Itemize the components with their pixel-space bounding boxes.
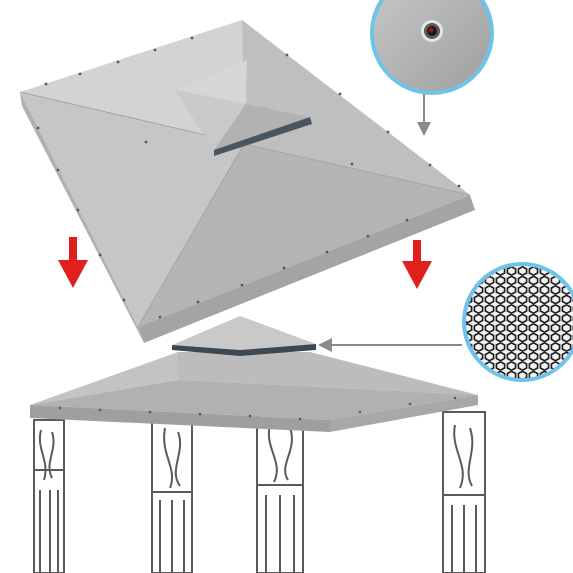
canopy-top-facet: [20, 20, 244, 144]
canopy-grommets: [36, 36, 461, 319]
down-arrow-red-icon: [58, 237, 88, 288]
canopy-right-facet: [242, 20, 470, 195]
mesh-detail-icon: [462, 262, 573, 382]
gazebo-canopy: [30, 316, 478, 432]
canopy-left-edge: [20, 92, 144, 343]
canopy-front-edge: [138, 195, 475, 343]
canopy-left-facet: [20, 92, 244, 327]
gazebo-frame: [33, 411, 486, 573]
canopy-cover: [19, 20, 475, 343]
canopy-front-facet: [138, 144, 470, 327]
canopy-vent: [175, 60, 312, 156]
pointer-arrow-icon: [417, 94, 431, 136]
gazebo: [30, 316, 486, 573]
down-arrow-red-icon: [402, 240, 432, 289]
grommet-detail-icon: [370, 0, 494, 95]
pointer-arrow-icon: [318, 338, 462, 352]
